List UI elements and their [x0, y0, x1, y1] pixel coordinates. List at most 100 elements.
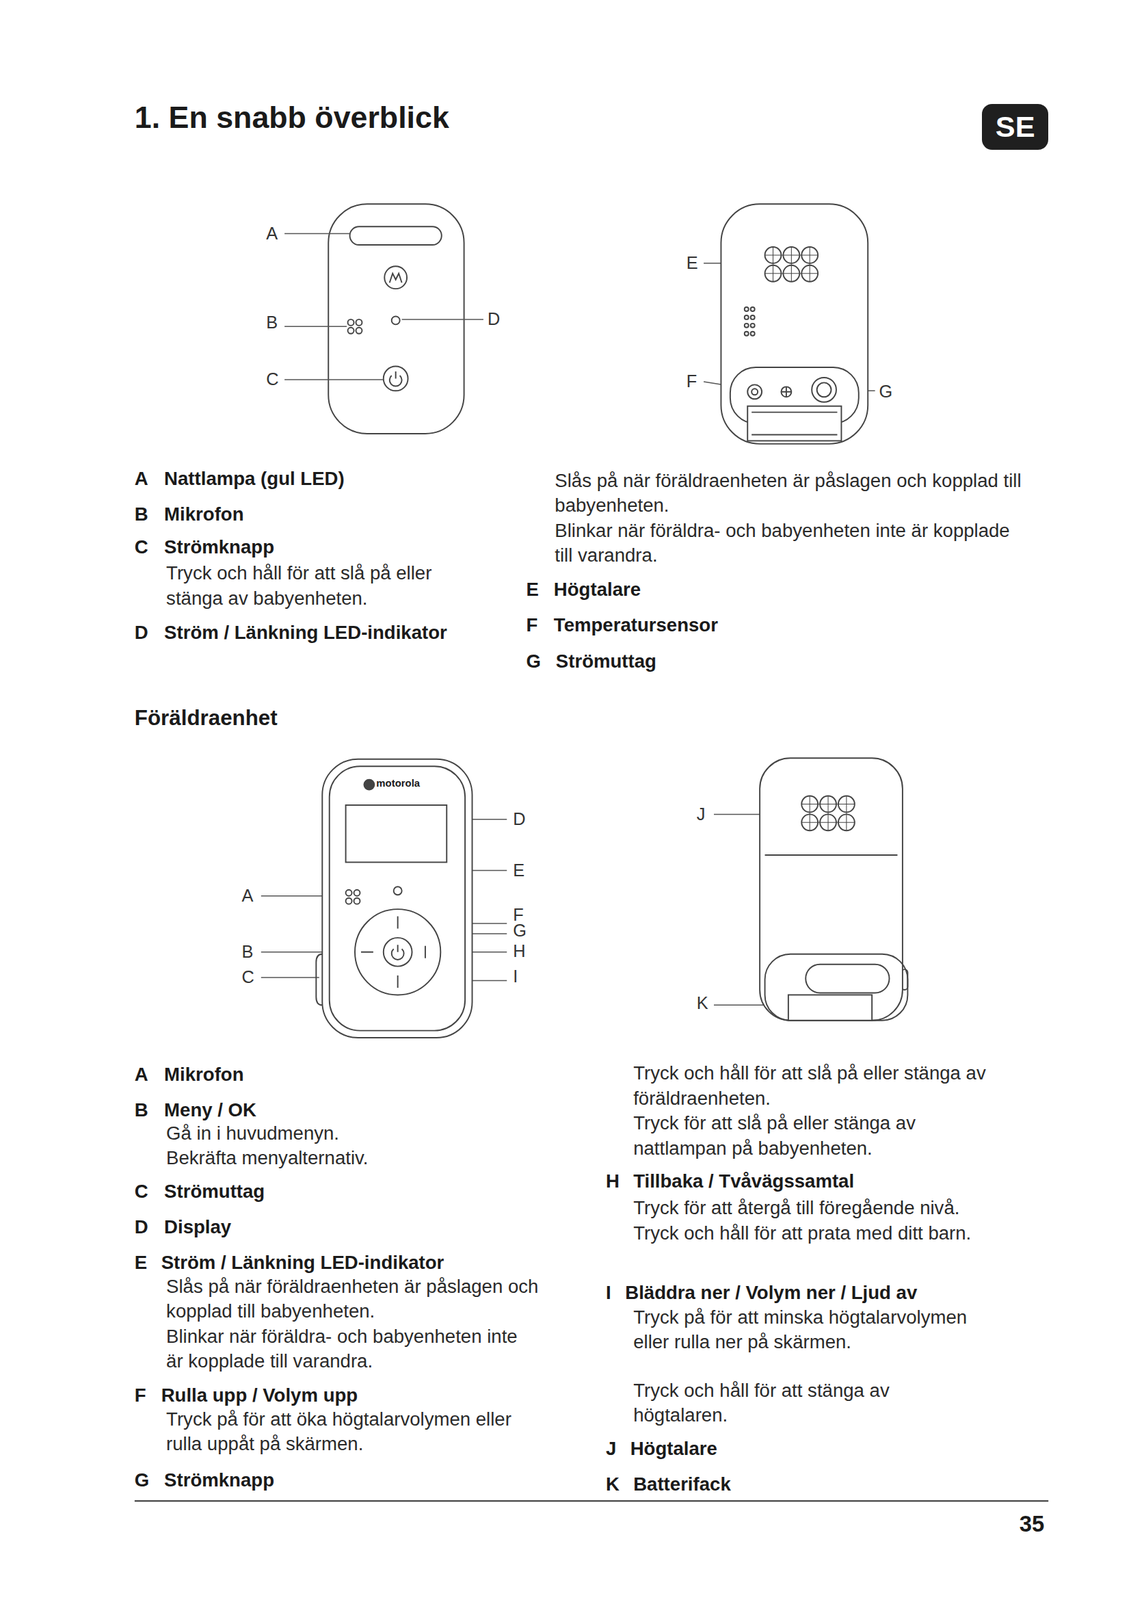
- parent-unit-front: [329, 765, 465, 1030]
- item-description: Blinkar när föräldra- och babyenheten in…: [554, 518, 1030, 569]
- item-title: Strömknapp: [164, 1467, 275, 1493]
- item-key: F: [134, 1382, 147, 1408]
- baby-unit-back: [750, 331, 755, 336]
- callout-letter: B: [241, 940, 254, 963]
- baby-unit-back: [751, 388, 758, 395]
- baby-unit-front: [356, 319, 363, 326]
- item-title: Högtalare: [630, 1435, 718, 1461]
- baby-unit-back: [811, 377, 837, 403]
- baby-unit-front: [348, 327, 355, 334]
- callout-letter: K: [696, 991, 709, 1015]
- item-title: Strömknapp: [164, 534, 275, 560]
- item-key: D: [134, 1214, 149, 1240]
- parent-unit-front: [361, 916, 426, 988]
- baby-unit-front: [350, 226, 442, 245]
- baby-unit-back: [750, 323, 755, 328]
- baby-unit-front: [384, 265, 407, 289]
- baby-unit-back: [750, 307, 755, 312]
- callout-letter: D: [487, 307, 500, 331]
- item-description: Tryck på för att öka högtalarvolymen ell…: [166, 1406, 544, 1457]
- speaker-grille: [801, 795, 855, 831]
- item-title: Strömuttag: [164, 1178, 265, 1204]
- item-key: J: [605, 1435, 617, 1461]
- item-title: Ström / Länkning LED-indikator: [161, 1249, 445, 1275]
- baby-unit-back: [747, 384, 762, 399]
- parent-unit-back: [759, 757, 903, 1020]
- parent-unit-back: [765, 953, 909, 1021]
- item-key: G: [134, 1467, 150, 1493]
- baby-unit-back: [744, 307, 749, 312]
- item-description: Tryck för att återgå till föregående niv…: [633, 1195, 1062, 1220]
- baby-unit-front: [356, 327, 363, 334]
- item-key: D: [134, 620, 149, 645]
- item-title: Mikrofon: [164, 501, 244, 527]
- callout-letter: J: [696, 802, 706, 826]
- baby-unit-front: [391, 315, 401, 325]
- baby-unit-back: [720, 203, 868, 444]
- parent-unit-back: [805, 964, 889, 993]
- speaker-grille: [801, 795, 855, 831]
- parent-unit-front: [363, 779, 375, 790]
- parent-unit-front: [393, 886, 403, 895]
- baby-unit-front: [383, 366, 409, 392]
- item-key: F: [526, 612, 539, 638]
- item-description: Blinkar när föräldra- och babyenheten in…: [166, 1323, 539, 1374]
- section-heading: Föräldraenhet: [134, 703, 278, 732]
- parent-unit-front: [322, 759, 472, 1038]
- item-description: Tryck och håll för att slå på eller stän…: [166, 560, 472, 611]
- baby-unit-back: [744, 323, 749, 328]
- baby-unit-back: [750, 315, 755, 320]
- item-title: Högtalare: [553, 577, 641, 602]
- item-key: E: [526, 577, 539, 602]
- callout-letter: G: [879, 380, 894, 403]
- callout-letter: B: [265, 311, 278, 334]
- parent-unit-front: [391, 944, 405, 960]
- baby-unit-front: [389, 371, 403, 387]
- parent-unit-front: [383, 937, 413, 967]
- item-key: B: [134, 1097, 149, 1123]
- item-key: E: [134, 1249, 148, 1275]
- parent-unit-front: [346, 889, 353, 896]
- item-description: Tryck på för att minska högtalarvolymen …: [633, 1304, 980, 1355]
- baby-unit-back: [780, 386, 792, 397]
- item-key: C: [134, 534, 149, 560]
- leader-line: [284, 233, 484, 380]
- speaker-grille: [765, 246, 819, 282]
- item-key: G: [526, 648, 541, 674]
- parent-unit-back: [759, 757, 908, 1020]
- parent-unit-front: [354, 889, 361, 896]
- item-title: Rulla upp / Volym upp: [161, 1382, 359, 1408]
- parent-unit-back: [765, 854, 898, 856]
- item-key: K: [605, 1471, 620, 1497]
- item-description: Gå in i huvudmenyn.: [166, 1120, 575, 1146]
- baby-unit-back: [747, 406, 842, 442]
- logo-text: motorola: [376, 776, 420, 791]
- item-description: Tryck och håll för att stänga av högtala…: [633, 1377, 980, 1428]
- item-key: A: [134, 1061, 149, 1087]
- item-title: Nattlampa (gul LED): [164, 466, 345, 491]
- callout-letter: F: [686, 369, 697, 393]
- page-title: 1. En snabb överblick: [134, 97, 450, 138]
- item-title: Strömuttag: [555, 648, 657, 674]
- callout-letter: E: [686, 251, 699, 275]
- item-description: Tryck för att slå på eller stänga av nat…: [633, 1110, 1001, 1161]
- item-title: Meny / OK: [164, 1097, 257, 1123]
- parent-unit-front: [346, 897, 353, 904]
- item-title: Ström / Länkning LED-indikator: [164, 620, 448, 645]
- callout-letter: A: [265, 222, 278, 245]
- callout-letter: I: [512, 964, 518, 988]
- parent-unit-front: [354, 908, 441, 995]
- speaker-grille: [765, 246, 819, 282]
- parent-unit-front: [315, 953, 323, 1006]
- baby-unit-back: [744, 315, 749, 320]
- callout-letter: H: [512, 939, 526, 963]
- footer-rule: [134, 1499, 1049, 1501]
- callout-letter: C: [241, 965, 254, 989]
- baby-unit-front: [348, 319, 355, 326]
- item-description: Bekräfta menyalternativ.: [166, 1145, 575, 1170]
- parent-unit-front: [354, 897, 361, 904]
- item-description: Slås på när föräldraenheten är påslagen …: [554, 468, 1030, 519]
- language-badge: SE: [981, 103, 1049, 150]
- parent-unit-front: [346, 804, 448, 863]
